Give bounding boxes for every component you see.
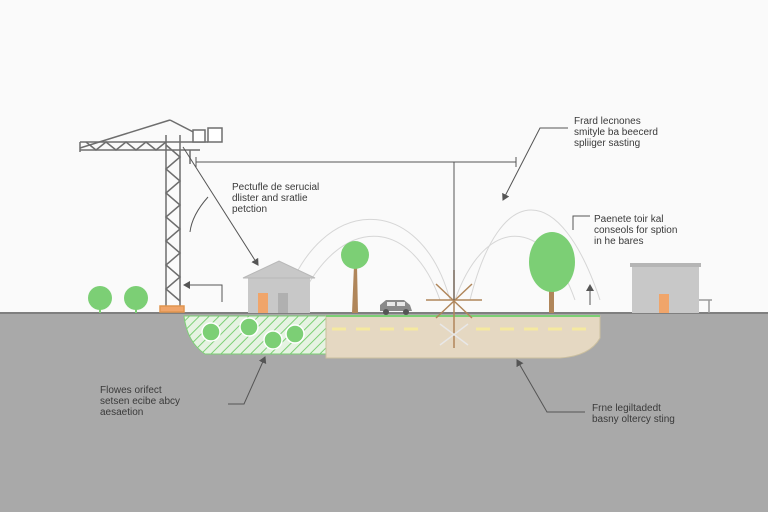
tower-crane-icon: [79, 119, 223, 313]
annotation-line: Pectufle de serucial: [232, 182, 320, 193]
tree-right: [529, 232, 575, 313]
annotation-top-left: Pectufle de serucial dlister and sratlie…: [232, 182, 319, 215]
annotation-line: spliiger sasting: [574, 138, 641, 149]
arc-3: [469, 209, 601, 301]
annotation-line: in he bares: [594, 236, 644, 247]
car-icon: [380, 300, 412, 315]
tree-center: [341, 241, 369, 313]
tree-left-1: [88, 286, 112, 313]
annotation-line: smityle ba beecerd: [574, 127, 658, 138]
annotation-line: aesaetion: [100, 407, 144, 418]
annotation-line: Flowes orifect: [100, 385, 162, 396]
annotation-line: conseols for sption: [594, 225, 678, 236]
arrow-to-house: [182, 146, 259, 266]
road-channel: [325, 315, 601, 359]
annotation-line: setsen ecibe abcy: [100, 396, 181, 407]
annotation-line: dlister and sratlie: [232, 193, 308, 204]
annotation-line: petction: [232, 204, 268, 215]
shrub-icon: [285, 324, 305, 344]
house-icon: [242, 260, 316, 313]
arrow-mid-right: [572, 215, 590, 230]
underground-shrubs: [201, 317, 305, 350]
arrow-curve-left: [189, 196, 209, 233]
annotation-bottom-left: Flowes orifect setsen ecibe abcy aesaeti…: [100, 385, 180, 418]
annotation-line: Frard lecnones: [574, 116, 641, 127]
annotation-mid-right: Paenete toir kal conseols for sption in …: [594, 214, 677, 247]
shrub-icon: [201, 322, 221, 342]
arc-1: [284, 219, 451, 301]
leader-arrows: [182, 127, 594, 413]
annotation-line: basny oltercy sting: [592, 414, 675, 425]
shrub-icon: [239, 317, 259, 337]
annotation-line: Paenete toir kal: [594, 214, 664, 225]
annotation-top-right: Frard lecnones smityle ba beecerd spliig…: [574, 116, 658, 149]
arrow-bottom-left: [228, 356, 267, 405]
annotation-line: Frne legiltadedt: [592, 403, 661, 414]
span-dimension-line: [195, 157, 517, 300]
tree-left-2: [124, 286, 148, 313]
arrow-bottom-right: [516, 359, 585, 413]
building-right: [630, 263, 712, 313]
arrow-to-crane-base: [183, 281, 223, 302]
arc-2: [299, 235, 441, 301]
annotation-bottom-right: Frne legiltadedt basny oltercy sting: [592, 403, 675, 425]
shrub-icon: [263, 330, 283, 350]
arrow-top-right: [502, 127, 568, 201]
